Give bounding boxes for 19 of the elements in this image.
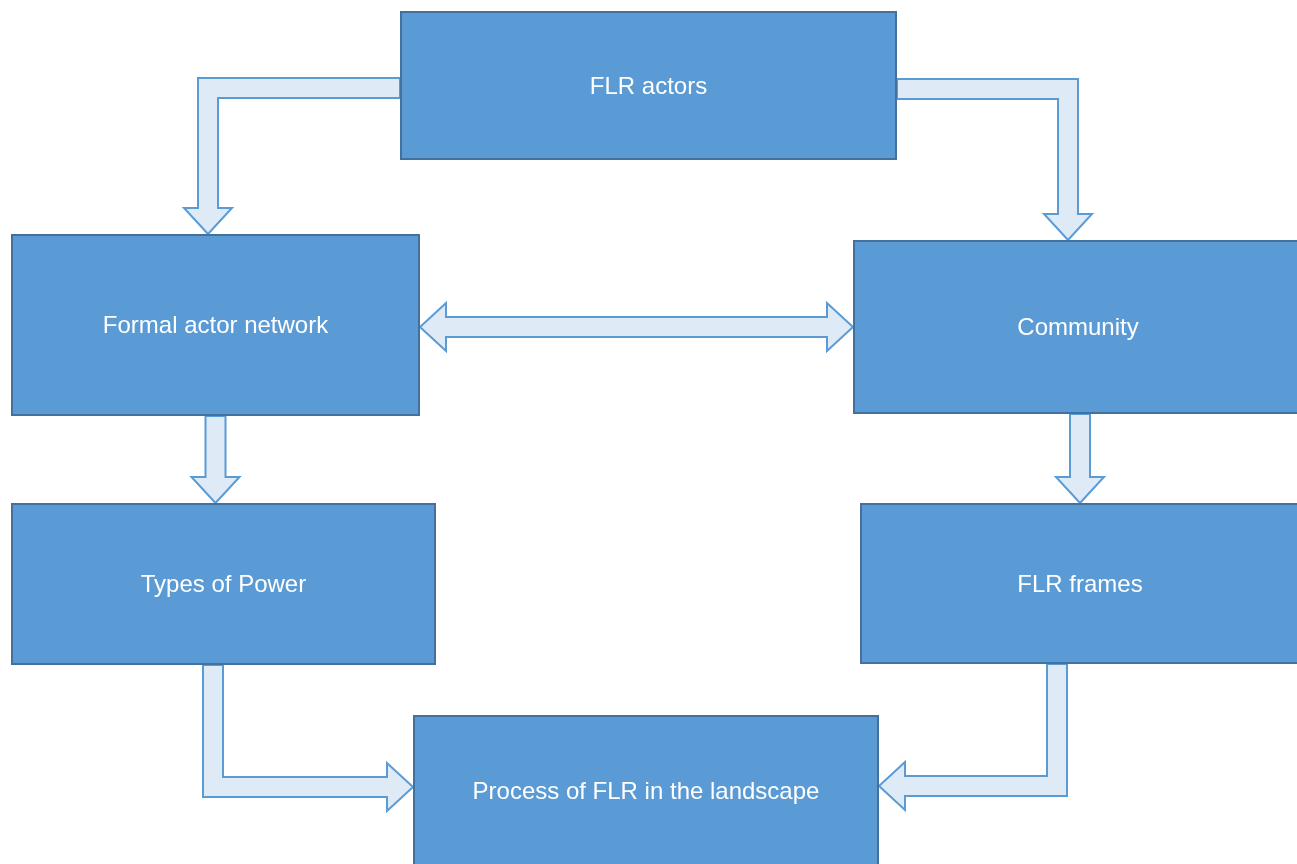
- box-label: Process of FLR in the landscape: [472, 777, 820, 805]
- box-label: Community: [1017, 313, 1139, 341]
- block-arrow: [189, 415, 242, 505]
- process-box: [11, 234, 420, 416]
- box-label: Types of Power: [140, 570, 307, 598]
- process-box: [400, 11, 897, 160]
- box-label: FLR actors: [589, 71, 708, 100]
- process-box: [860, 503, 1297, 664]
- process-box: [853, 240, 1297, 414]
- block-arrow: [181, 77, 401, 236]
- process-box: [413, 715, 879, 864]
- block-arrow: [896, 78, 1095, 242]
- block-arrow: [202, 664, 415, 814]
- box-label: Formal actor network: [102, 311, 329, 339]
- block-arrow: [877, 663, 1068, 813]
- box-label: FLR frames: [1017, 569, 1143, 598]
- process-box: [11, 503, 436, 665]
- block-arrow: [418, 300, 855, 354]
- block-arrow: [1053, 413, 1107, 505]
